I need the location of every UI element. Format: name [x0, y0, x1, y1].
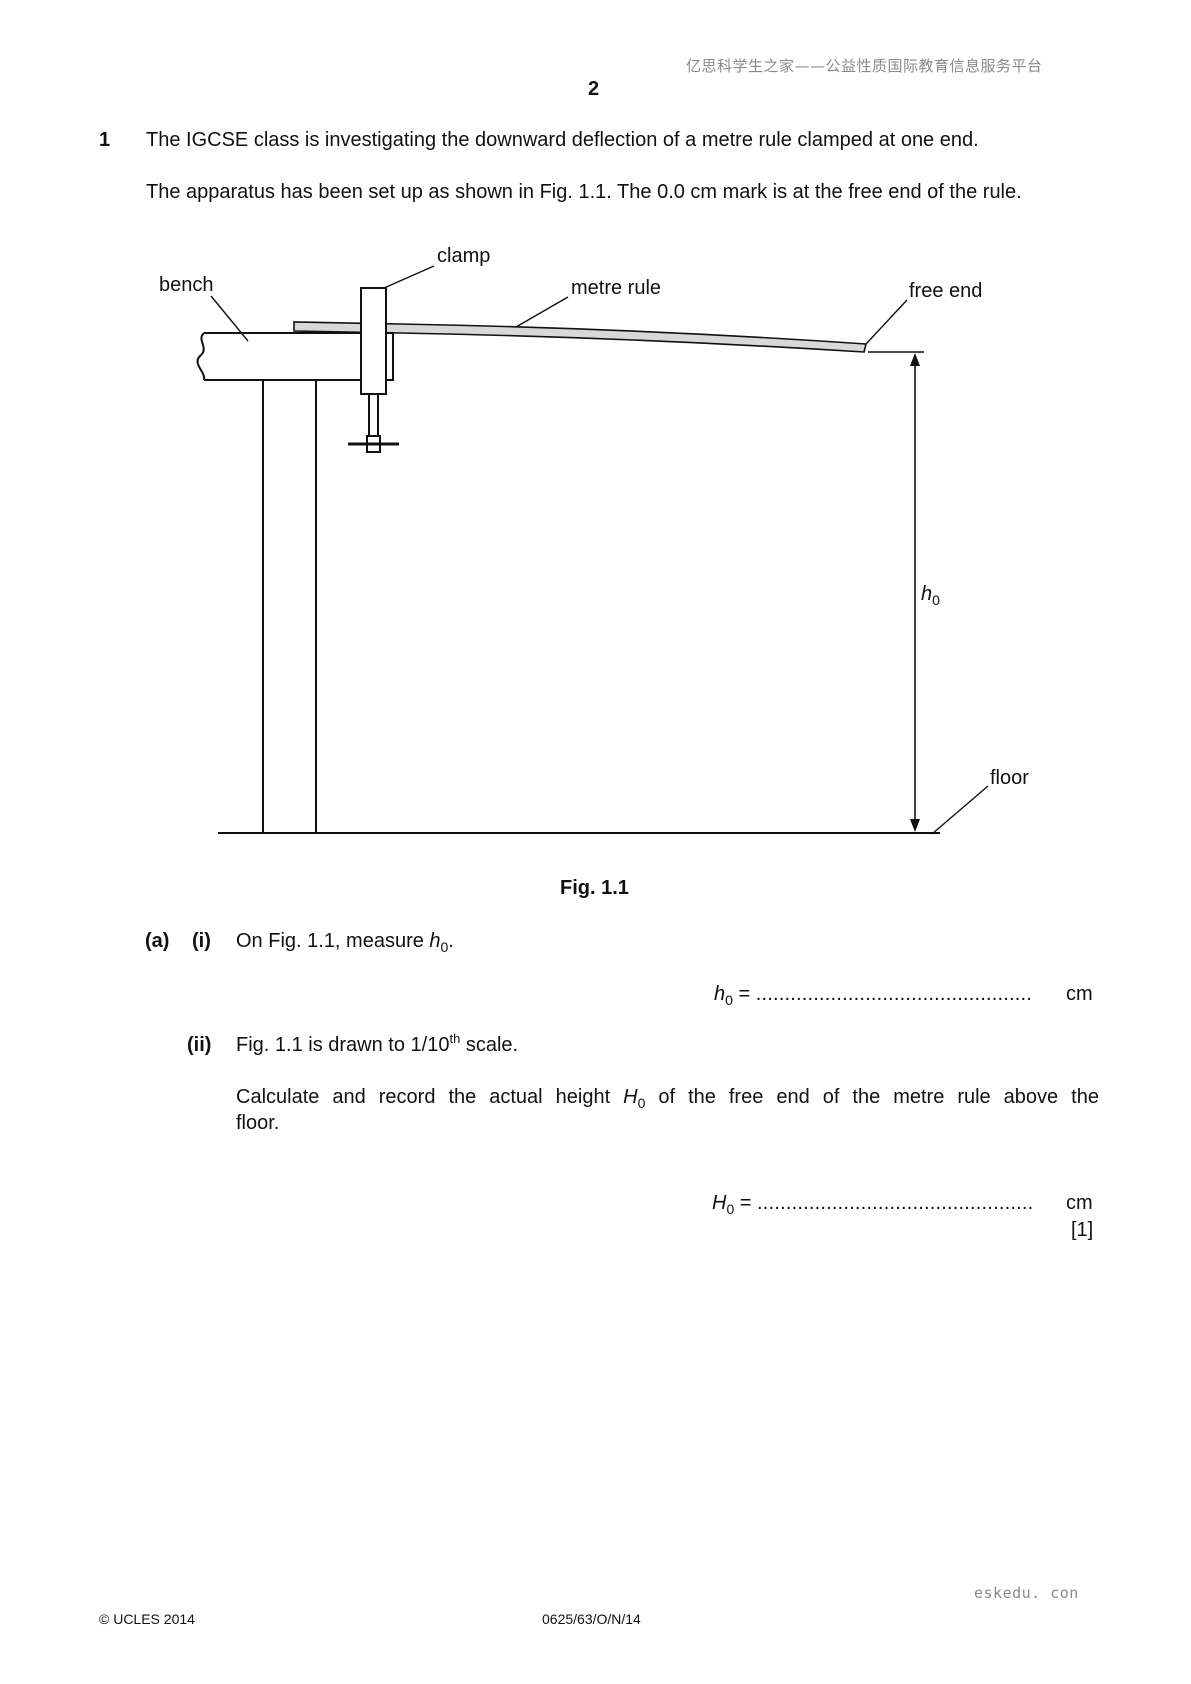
- floor-leader: [931, 785, 989, 835]
- part-a-ii-calc-line1: Calculate and record the actual height H…: [236, 1085, 1099, 1111]
- label-metre-rule: metre rule: [571, 277, 662, 299]
- figure-caption: Fig. 1.1: [560, 877, 629, 899]
- bench-top: [204, 332, 363, 381]
- part-a-i-symbol: h: [429, 930, 441, 952]
- label-h0-symbol: h: [921, 583, 933, 605]
- clamp-leader: [383, 265, 435, 289]
- footer-code: 0625/63/O/N/14: [542, 1611, 641, 1627]
- answer-H0-equals: =: [734, 1192, 758, 1214]
- part-a-ii-scale-sup: th: [449, 1031, 461, 1046]
- part-a-ii-calc-before: Calculate and record the actual height: [236, 1086, 624, 1108]
- answer-h0-symbol: h: [714, 983, 726, 1005]
- metre-rule: [293, 321, 868, 353]
- part-a-label: (a): [145, 930, 170, 952]
- part-a-ii-label: (ii): [187, 1034, 212, 1056]
- part-a-ii-calc-symbol: H: [623, 1086, 638, 1108]
- part-a-i-text: On Fig. 1.1, measure h0.: [236, 929, 454, 955]
- bench-break: [196, 332, 206, 381]
- label-clamp: clamp: [437, 245, 491, 267]
- h0-arrow-top: [910, 353, 920, 366]
- answer-h0-equals: =: [732, 983, 756, 1005]
- footer-copyright: © UCLES 2014: [99, 1611, 195, 1627]
- label-bench: bench: [159, 274, 214, 296]
- answer-h0-unit: cm: [1066, 983, 1093, 1005]
- footer-site: eskedu. con: [974, 1584, 1079, 1602]
- question-intro: The IGCSE class is investigating the dow…: [146, 129, 979, 151]
- clamp-body: [360, 287, 387, 395]
- h0-arrow-bottom: [910, 819, 920, 832]
- part-a-ii-scale-text: Fig. 1.1 is drawn to 1/10th scale.: [236, 1031, 519, 1057]
- question-number: 1: [99, 129, 111, 151]
- answer-H0-dots[interactable]: ........................................…: [757, 1192, 1034, 1214]
- page-number: 2: [588, 78, 600, 100]
- header-watermark: 亿思科学生之家——公益性质国际教育信息服务平台: [686, 57, 1043, 75]
- answer-H0-unit: cm: [1066, 1192, 1093, 1214]
- free-end-leader: [865, 299, 908, 345]
- part-a-i-label: (i): [192, 930, 211, 952]
- label-floor: floor: [990, 767, 1029, 789]
- answer-h0-subscript: 0: [725, 992, 733, 1008]
- apparatus-figure: [196, 265, 989, 835]
- part-a-ii-scale-after: scale.: [460, 1034, 519, 1056]
- bench-leader: [210, 295, 249, 342]
- label-h0-subscript: 0: [932, 592, 940, 608]
- answer-h0-dots[interactable]: ........................................…: [755, 983, 1033, 1005]
- label-free-end: free end: [909, 280, 983, 302]
- part-a-i-subscript: 0: [440, 939, 449, 955]
- part-a-i-text-after: .: [448, 930, 454, 952]
- metre-rule-leader: [515, 296, 569, 328]
- answer-H0-subscript: 0: [726, 1201, 735, 1217]
- answer-line-h0[interactable]: h0 = ...................................…: [714, 982, 1033, 1008]
- label-h0: h0: [921, 583, 940, 608]
- part-a-ii-calc-after: of the free end of the metre rule above …: [645, 1086, 1099, 1108]
- part-a-i-text-before: On Fig. 1.1, measure: [236, 930, 430, 952]
- part-a-ii-calc-subscript: 0: [637, 1095, 646, 1111]
- answer-H0-symbol: H: [712, 1192, 727, 1214]
- part-a-ii-calc-line2: floor.: [236, 1112, 280, 1134]
- question-setup: The apparatus has been set up as shown i…: [146, 181, 1022, 203]
- marks-label: [1]: [1071, 1219, 1094, 1241]
- answer-line-H0[interactable]: H0 = ...................................…: [712, 1191, 1034, 1217]
- part-a-ii-scale-before: Fig. 1.1 is drawn to 1/10: [236, 1034, 450, 1056]
